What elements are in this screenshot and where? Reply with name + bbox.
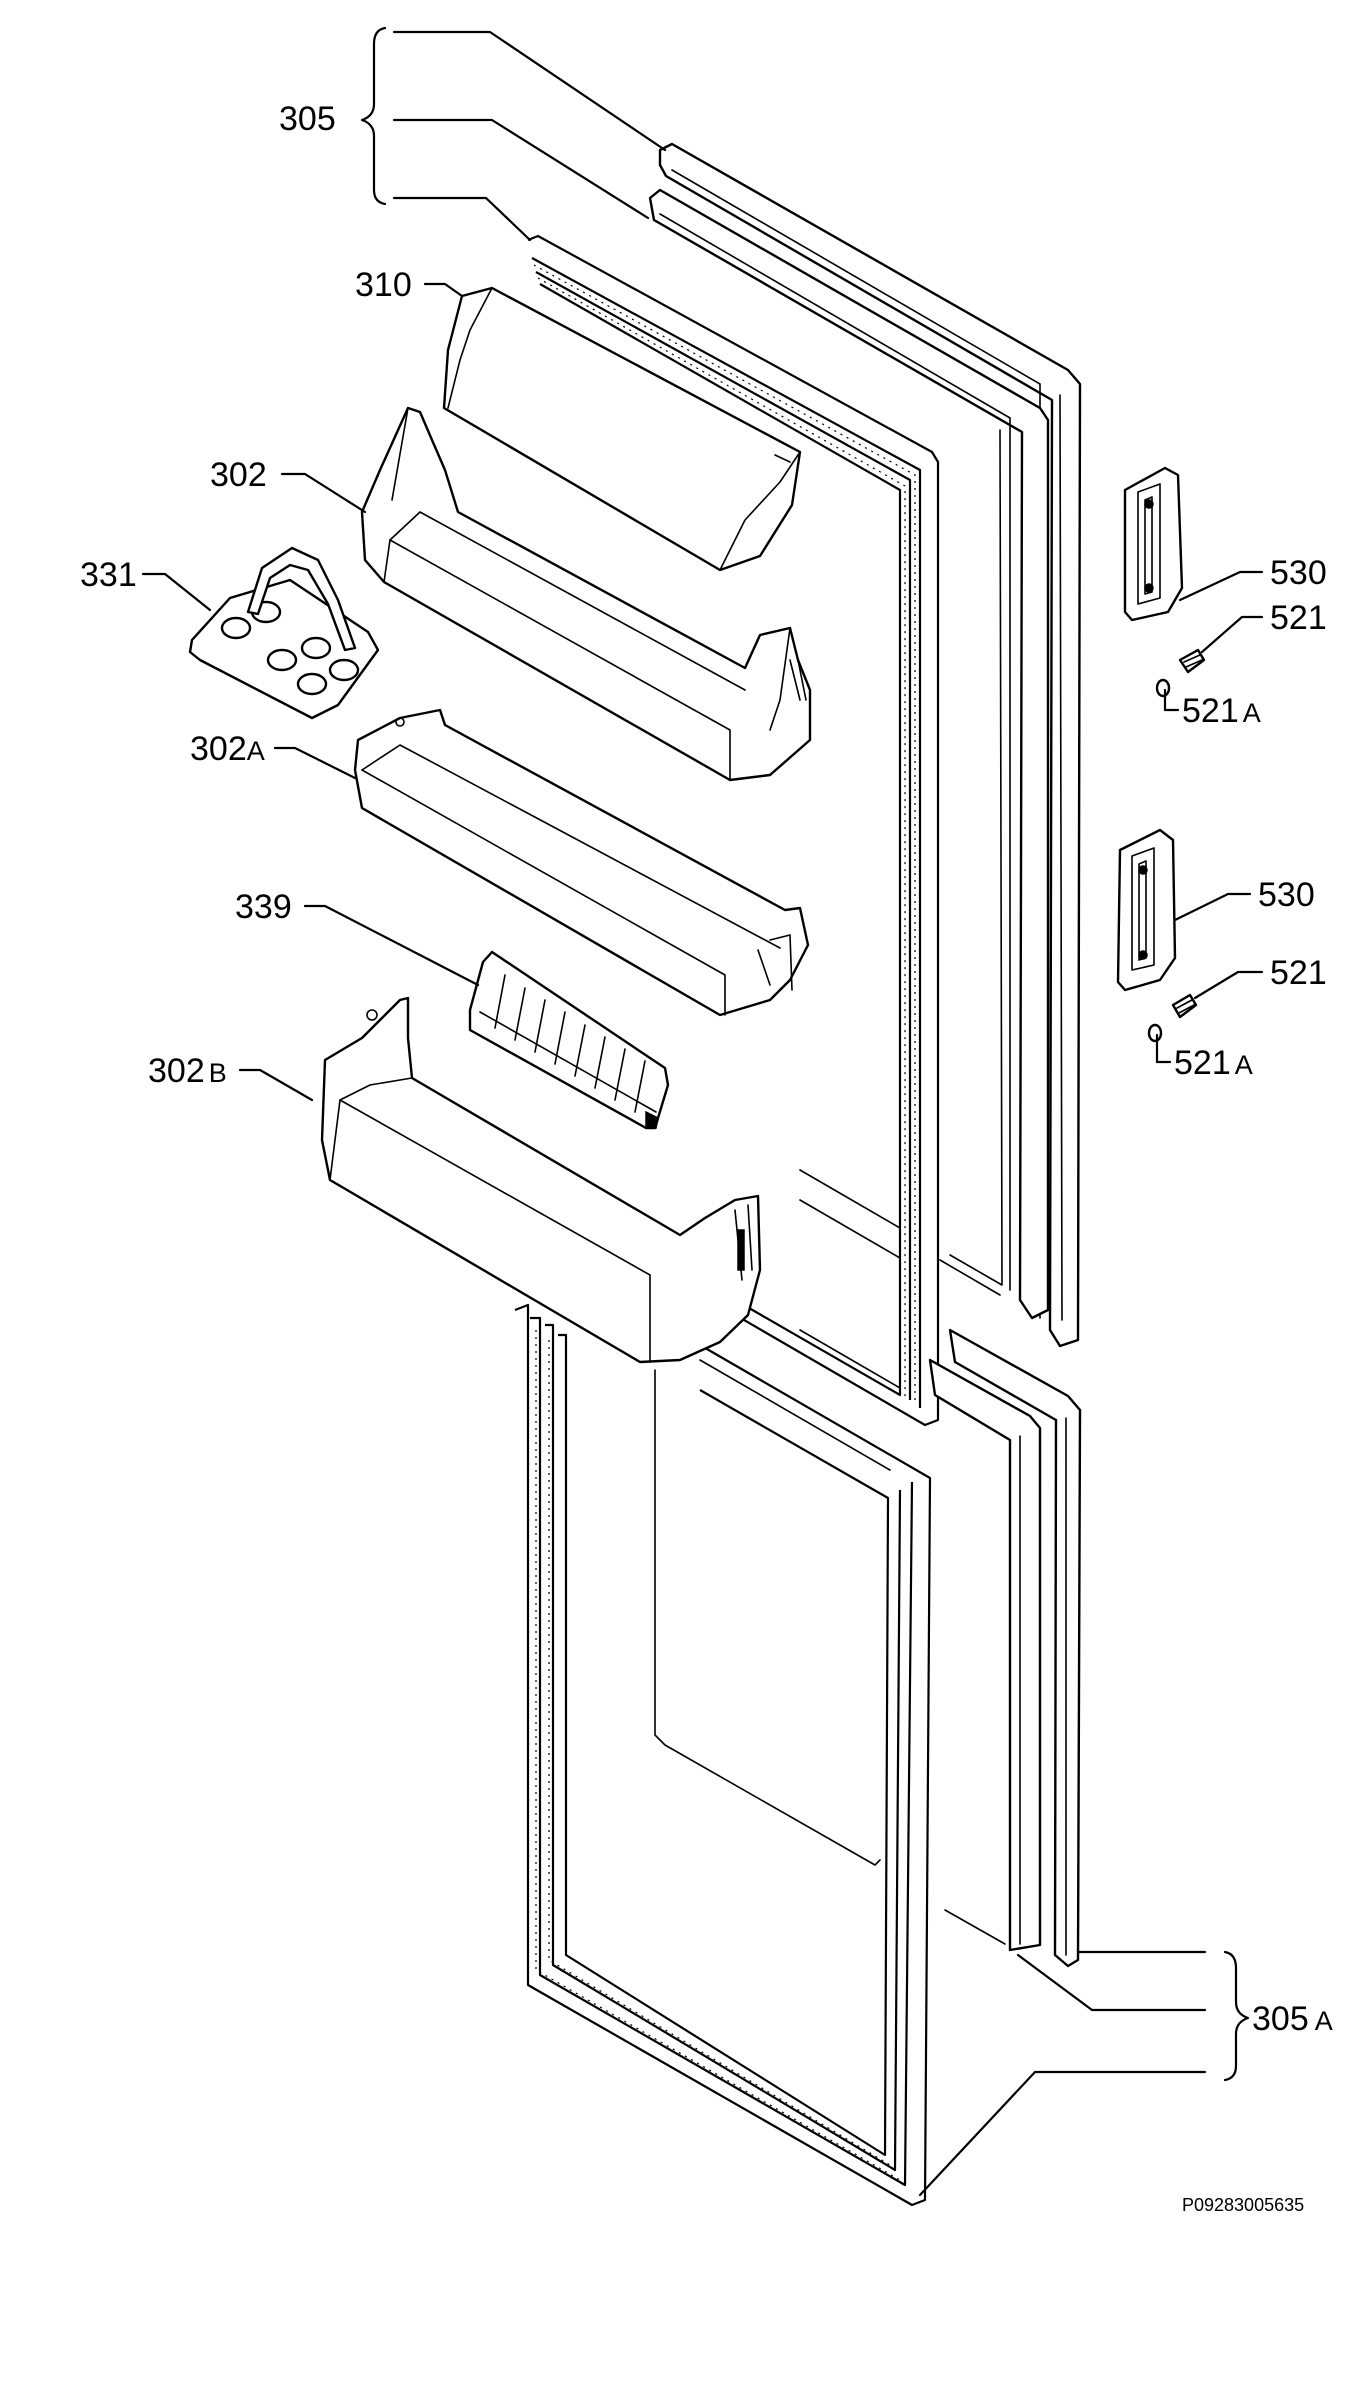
washer-upper	[1155, 678, 1171, 698]
screw-upper	[1178, 648, 1206, 674]
lower-door	[514, 1303, 1082, 2207]
leader-lines	[141, 26, 1264, 2197]
label-521a-lower-suffix: A	[1235, 1050, 1253, 1080]
label-302a-number: 302	[190, 730, 247, 768]
lower-door-inner-liner	[928, 1358, 1042, 1952]
label-310: 310	[355, 266, 412, 304]
lower-door-outer-panel	[948, 1328, 1082, 1968]
label-530-upper: 530	[1270, 554, 1327, 592]
label-305: 305	[279, 100, 336, 138]
label-339: 339	[235, 888, 292, 926]
door-shelf-bottom	[320, 996, 762, 1364]
upper-door-inner-liner	[648, 188, 1050, 1320]
label-530-lower: 530	[1258, 876, 1315, 914]
label-302: 302	[210, 456, 267, 494]
label-302a-suffix: A	[247, 736, 265, 766]
bottle-retainer-clip	[468, 950, 670, 1130]
upper-door-outer-panel	[658, 142, 1082, 1348]
dairy-compartment-lid	[442, 286, 802, 572]
upper-door	[519, 142, 1082, 1427]
label-305a-number: 305	[1252, 2000, 1309, 2038]
label-521-lower: 521	[1270, 954, 1327, 992]
label-331: 331	[80, 556, 137, 594]
label-302a: 302A	[190, 730, 265, 768]
label-521a-lower-number: 521	[1174, 1044, 1231, 1082]
label-521a-upper-suffix: A	[1243, 698, 1261, 728]
label-521-upper: 521	[1270, 599, 1327, 637]
hinge-cover-lower	[1116, 828, 1177, 992]
label-305a-suffix: A	[1315, 2006, 1333, 2036]
drawing-code: P09283005635	[1182, 2195, 1304, 2215]
door-shelf-middle	[353, 708, 810, 1017]
label-302b-number: 302	[148, 1052, 205, 1090]
label-521a-upper-number: 521	[1182, 692, 1239, 730]
washer-lower	[1147, 1023, 1163, 1043]
hinge-cover-upper	[1123, 466, 1184, 622]
screw-lower	[1171, 993, 1198, 1019]
upper-door-gasket	[519, 234, 940, 1427]
lower-door-gasket	[514, 1303, 932, 2207]
egg-tray	[188, 546, 380, 720]
door-shelf-top	[360, 406, 812, 782]
label-302b-suffix: B	[209, 1058, 227, 1088]
